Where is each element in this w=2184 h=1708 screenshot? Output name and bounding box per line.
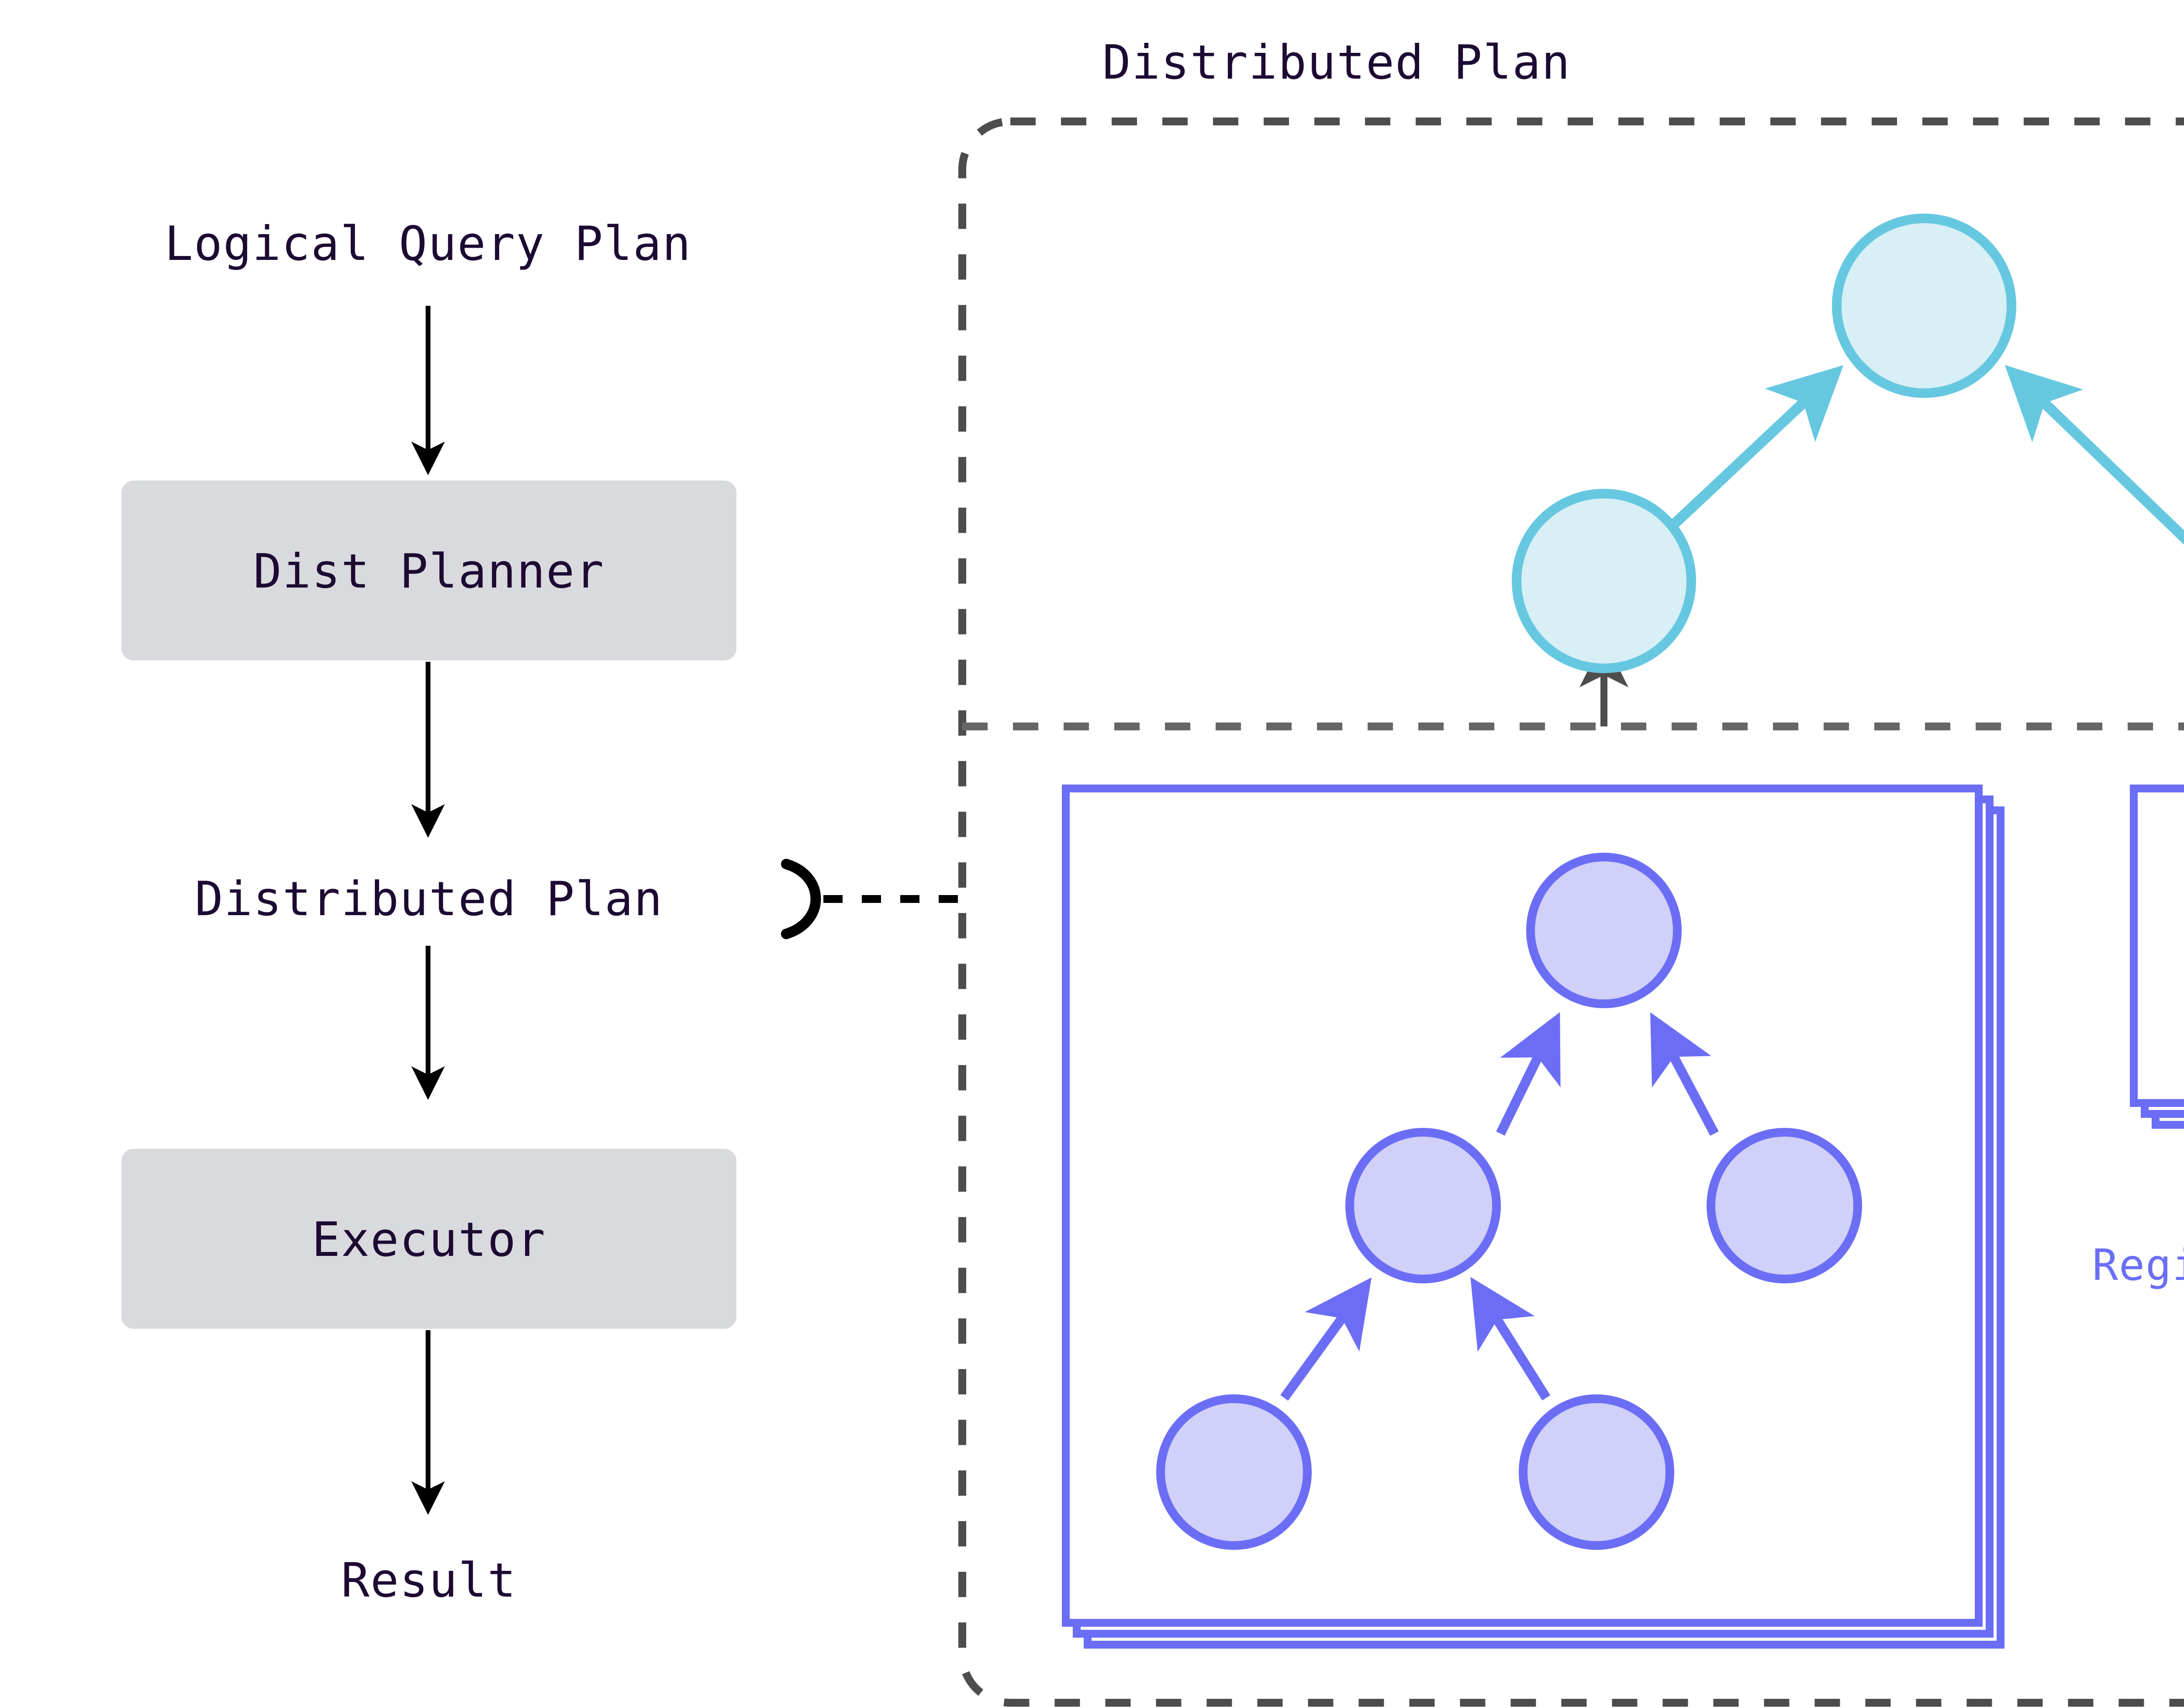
- edge-left-region-l2a-to-root: [1496, 1012, 1561, 1136]
- edge-left-region-l2b-to-root: [1650, 1012, 1719, 1136]
- datanode-node-left-leaf-a[interactable]: [1156, 1394, 1312, 1550]
- distributed-plan-panel-border: [958, 118, 2184, 1707]
- edge-frontend-left-to-root: [1652, 365, 1844, 546]
- dist-planner-box[interactable]: [121, 481, 736, 660]
- datanode-node-left-mid-b[interactable]: [1707, 1128, 1862, 1283]
- datanode-node-left-leaf-b[interactable]: [1519, 1394, 1674, 1550]
- datanode-node-left-mid-a[interactable]: [1345, 1128, 1501, 1283]
- frontend-node-left[interactable]: [1512, 489, 1696, 673]
- executor-box[interactable]: [121, 1149, 736, 1329]
- distributed-plan-brace-icon: [781, 859, 821, 939]
- dist-planner-label: Dist Planner: [253, 544, 605, 599]
- datanode-node-left-root[interactable]: [1526, 853, 1682, 1008]
- distributed-plan-label: Distributed Plan: [195, 872, 663, 927]
- edge-left-region-l3b-to-l2a: [1470, 1277, 1551, 1400]
- edge-frontend-right-to-root: [2004, 365, 2184, 545]
- edge-left-region-l3a-to-l2a: [1280, 1277, 1372, 1401]
- result-label: Result: [341, 1553, 517, 1608]
- regions-label: Regions: [2092, 1241, 2184, 1290]
- logical-query-plan-label: Logical Query Plan: [165, 217, 691, 271]
- region-stack-right-layer1[interactable]: [2130, 785, 2184, 1107]
- frontend-node-root[interactable]: [1832, 214, 2016, 398]
- executor-label: Executor: [312, 1213, 546, 1267]
- distributed-plan-panel-title: Distributed Plan: [1102, 35, 1571, 90]
